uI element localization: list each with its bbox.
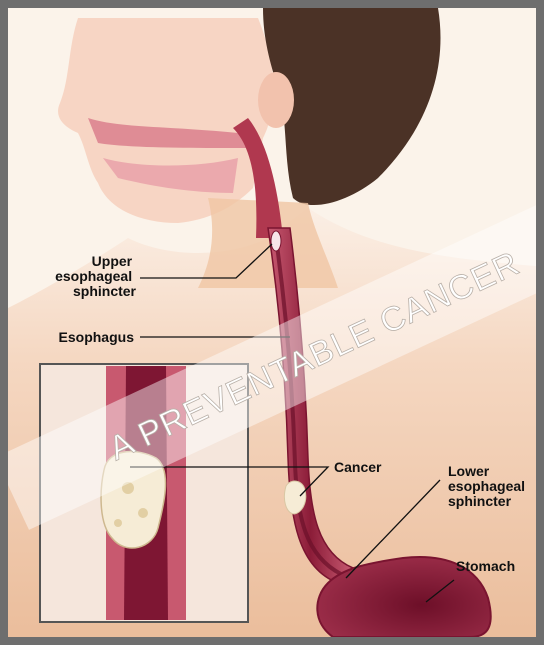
- ear-shape: [258, 72, 294, 128]
- label-esophagus: Esophagus: [59, 329, 135, 345]
- label-stomach: Stomach: [456, 558, 515, 574]
- upper-sphincter-mark: [271, 231, 281, 251]
- label-cancer: Cancer: [334, 459, 382, 475]
- esophagus-anatomy-illustration: Upper esophageal sphincter Esophagus Can…: [8, 8, 536, 637]
- diagram-frame: Upper esophageal sphincter Esophagus Can…: [8, 8, 536, 637]
